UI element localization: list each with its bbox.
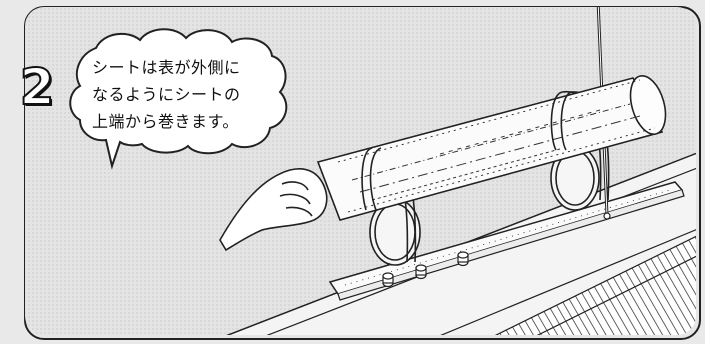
hand <box>219 168 328 252</box>
instruction-line-2: なるようにシートの <box>92 85 241 104</box>
instruction-line-1: シートは表が外側に <box>92 58 241 77</box>
needle-bed <box>477 231 696 335</box>
instruction-line-3: 上端から巻きます。 <box>92 112 239 131</box>
speech-bubble <box>69 28 288 170</box>
instruction-text: シートは表が外側に なるようにシートの 上端から巻きます。 <box>92 54 278 135</box>
step-number-badge: 2 <box>19 57 56 117</box>
rail-knobs <box>382 251 469 288</box>
rolled-sheet <box>316 75 667 221</box>
